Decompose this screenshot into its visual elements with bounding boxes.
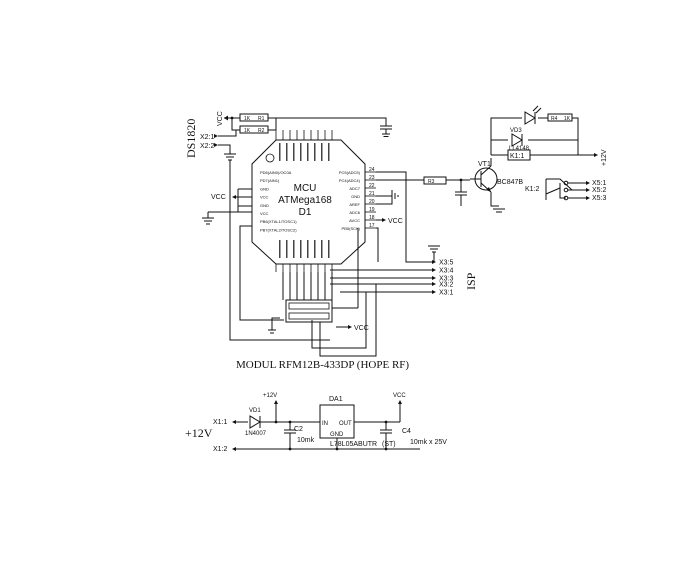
isp-pin-label: X3:1 [439, 290, 454, 297]
mcu-d1: MCU ATMega168 D1 PD6(AIN0)/OC0A PD7(AIN1)… [251, 130, 376, 272]
da1-label: DA1 [329, 396, 343, 403]
vcc-left-label: VCC [211, 194, 226, 201]
out-pin: OUT [339, 421, 352, 427]
mcu-right-pin-label: ADC6 [349, 210, 360, 215]
mcu-part: ATMega168 [278, 195, 332, 206]
vt1-label: VT1 [478, 161, 491, 168]
vcc-top-label: VCC [217, 111, 224, 126]
c2-label: C2 [294, 426, 303, 433]
relay-section: R3 VT1 BC847B K1:1 VD3 LL4148 R4 1K +12V [423, 105, 608, 213]
vd1-part: 1N4007 [245, 431, 267, 437]
x52-label: X5:2 [592, 187, 607, 194]
module-caption: MODUL RFM12B-433DP (HOPE RF) [236, 359, 409, 371]
c4-label: C4 [402, 428, 411, 435]
coil-label: K1:1 [510, 153, 525, 160]
mcu-right-pin-label: PB5(SCK) [342, 226, 361, 231]
isp-pin-arrow [432, 260, 436, 264]
mcu-pin-number: 18 [369, 215, 375, 221]
mcu-ref: D1 [299, 207, 312, 218]
mcu-left-power: VCC [202, 188, 252, 225]
vt1-part: BC847B [497, 179, 523, 186]
sensor-section: DS1820 VCC 1K R1 1K R2 X2:1 X2:2 [184, 111, 392, 161]
x53-label: X5:3 [592, 195, 607, 202]
mcu-left-pin-label: PB7(XTAL2/TOSC2) [260, 227, 297, 232]
x12-label: X1:2 [213, 446, 228, 453]
power-supply: +12V X1:1 X1:2 VD1 1N4007 +12V C2 10mk D… [185, 393, 447, 453]
vd3-label: VD3 [510, 128, 522, 134]
mcu-left-pin-label: VCC [260, 211, 269, 216]
diode-vd3 [511, 133, 523, 147]
isp-label: ISP [464, 272, 478, 290]
mcu-top-pins [275, 130, 333, 140]
mcu-pin-number: 21 [369, 191, 375, 197]
mcu-right-pin-label: GND [351, 194, 360, 199]
isp-pin-label: X3:4 [439, 268, 454, 275]
relay-12v-label: +12V [601, 149, 608, 166]
c2-value: 10mk [297, 437, 315, 444]
x51-label: X5:1 [592, 180, 607, 187]
psu-big-label: +12V [185, 426, 213, 440]
x11-label: X1:1 [213, 419, 228, 426]
vd3-part: LL4148 [509, 146, 530, 152]
gnd-pin: GND [330, 432, 344, 438]
mcu-pin-number: 24 [369, 167, 375, 173]
mcu-left-pin-label: PD7(AIN1) [260, 178, 280, 183]
isp-pin-label: X3:2 [439, 282, 454, 289]
r1-value: 1K [244, 116, 251, 122]
mcu-title: MCU [294, 183, 317, 194]
rf-vcc-label: VCC [354, 325, 369, 332]
mcu-left-pin-label: GND [260, 203, 269, 208]
r2-ref: R2 [258, 128, 265, 134]
mcu-right-pin-label: PC4(ADC4) [339, 178, 361, 183]
mcu-pin-number: 22 [369, 183, 375, 189]
mcu-left-pins: PD6(AIN0)/OC0A PD7(AIN1) GND VCC GND VCC PB6(X… [260, 170, 297, 232]
r1-ref: R1 [258, 116, 265, 122]
mcu-right-pin-label: PC5(ADC5) [339, 170, 361, 175]
mcu-pin-number: 19 [369, 207, 375, 213]
mcu-right-pin-label: ADC7 [349, 186, 360, 191]
mcu-pin-number: 23 [369, 175, 375, 181]
isp-pin-label: X3:3 [439, 276, 454, 283]
diode-vd1 [249, 415, 261, 429]
mcu-right-pin-label: AREF [349, 202, 360, 207]
in-pin: IN [322, 421, 328, 427]
psu-vcc-label: VCC [393, 393, 406, 399]
isp-pin-arrow [432, 276, 436, 280]
mcu-right-wiring: VCC [376, 171, 434, 263]
r2-value: 1K [244, 128, 251, 134]
mcu-right-pin-label: AVCC [349, 218, 360, 223]
rf-header [285, 299, 333, 323]
mcu-pin-number: 17 [369, 223, 375, 229]
ds1820-label: DS1820 [184, 119, 198, 158]
reg-part: L78L05ABUTR [330, 441, 377, 448]
vcc-avcc-label: VCC [388, 218, 403, 225]
c4-value: 10mk x 25V [410, 439, 447, 446]
mcu-pin-ticks [279, 143, 330, 258]
mcu-left-pin-label: GND [260, 186, 269, 191]
r3-label: R3 [428, 179, 435, 185]
x21-label: X2:1 [200, 134, 215, 141]
isp-pin-arrow [432, 290, 436, 294]
isp-pin-arrow [432, 282, 436, 286]
isp-pin-arrow [432, 268, 436, 272]
k12-label: K1:2 [525, 186, 540, 193]
isp-connector: X3:5X3:4X3:3X3:2X3:1 ISP [330, 245, 478, 297]
mcu-bottom-pins [275, 264, 333, 272]
isp-pin-labels: X3:5X3:4X3:3X3:2X3:1 [432, 260, 454, 297]
isp-pin-label: X3:5 [439, 260, 454, 267]
reg-pkg: (ST) [382, 441, 396, 448]
psu-12v-label: +12V [263, 393, 277, 399]
mcu-left-pin-label: PB6(XTAL1/TOSC1) [260, 219, 297, 224]
mcu-left-pin-label: PD6(AIN0)/OC0A [260, 170, 292, 175]
mcu-left-pin-label: VCC [260, 195, 269, 200]
led-indicator [524, 111, 536, 125]
r4-val: 1K [564, 116, 571, 122]
r4-ref: R4 [551, 116, 558, 122]
x22-label: X2:2 [200, 143, 215, 150]
vd1-label: VD1 [249, 408, 261, 414]
rf-module: VCC MODUL RFM12B-433DP (HOPE RF) [229, 160, 409, 371]
mcu-pin-number: 20 [369, 199, 375, 205]
